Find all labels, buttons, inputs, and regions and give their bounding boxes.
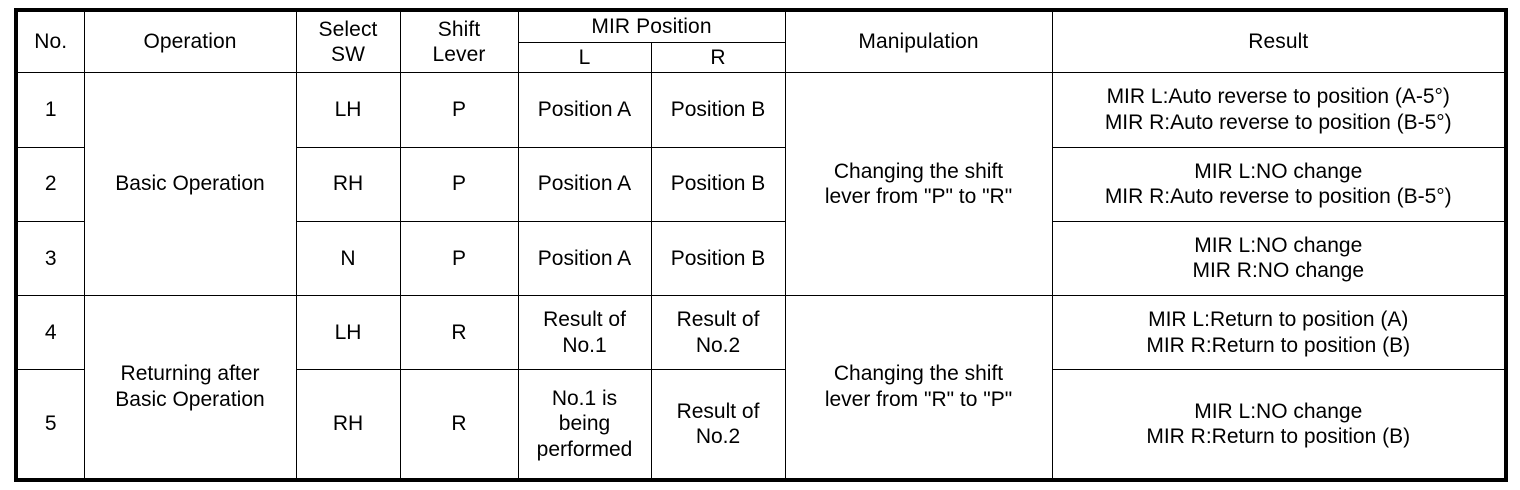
cell-mir-l: No.1 is being performed	[517, 369, 652, 481]
cell-select-sw: RH	[295, 146, 401, 222]
header-select-sw: Select SW	[295, 9, 401, 74]
mir-r-line1: Result of	[676, 308, 760, 332]
cell-mir-r: Position B	[650, 220, 786, 297]
mir-position-spec-table: No. Operation Select SW Shift Lever MIR …	[14, 8, 1508, 482]
table-row: 3 N P Position A Position B MIR L:NO cha…	[15, 220, 1507, 297]
table-body: 1 Basic Operation LH P Position A Positi…	[15, 72, 1507, 481]
result-line2: MIR R:Auto reverse to position (B-5°)	[1104, 110, 1452, 134]
header-operation: Operation	[83, 9, 297, 74]
header-shift-lever: Shift Lever	[399, 9, 519, 74]
spec-table-container: No. Operation Select SW Shift Lever MIR …	[14, 8, 1508, 482]
mir-r-line2: No.2	[695, 425, 741, 449]
header-row-top: No. Operation Select SW Shift Lever MIR …	[15, 9, 1507, 74]
result-line2: MIR R:Auto reverse to position (B-5°)	[1104, 185, 1452, 209]
result-text: MIR L:Auto reverse to position (A-5°) MI…	[1059, 84, 1499, 135]
cell-mir-l: Position A	[517, 146, 652, 222]
mir-r-text: Result of No.2	[658, 307, 779, 358]
mir-l-line1: No.1 is	[551, 386, 618, 410]
result-text: MIR L:NO change MIR R:Return to position…	[1059, 399, 1499, 450]
header-mir-l: L	[517, 41, 652, 74]
cell-mir-r: Position B	[650, 72, 786, 148]
mir-l-line2: No.1	[562, 333, 607, 357]
cell-shift-lever: R	[399, 295, 519, 371]
manipulation-line2: lever from "R" to "P"	[824, 388, 1013, 412]
mir-l-line2: being	[558, 412, 611, 436]
header-mir-r: R	[650, 41, 786, 74]
mir-l-line3: performed	[536, 437, 633, 461]
cell-select-sw: RH	[295, 369, 401, 481]
cell-mir-r: Result of No.2	[650, 295, 786, 371]
cell-result: MIR L:NO change MIR R:Auto reverse to po…	[1051, 146, 1507, 222]
header-mir-position: MIR Position	[517, 9, 786, 43]
header-shift-lever-line1: Shift	[437, 17, 481, 41]
manipulation-text: Changing the shift lever from "P" to "R"	[792, 159, 1046, 210]
cell-shift-lever: P	[399, 72, 519, 148]
result-text: MIR L:NO change MIR R:NO change	[1059, 233, 1499, 284]
cell-result: MIR L:Return to position (A) MIR R:Retur…	[1051, 295, 1507, 371]
cell-mir-l: Position A	[517, 72, 652, 148]
cell-no: 4	[15, 295, 85, 371]
header-result: Result	[1051, 9, 1507, 74]
operation-line1: Returning after	[120, 362, 260, 386]
result-line1: MIR L:Return to position (A)	[1148, 308, 1409, 332]
table-row: 5 RH R No.1 is being performed Result of…	[15, 369, 1507, 481]
header-select-sw-line1: Select	[318, 17, 378, 41]
cell-operation-group-1: Basic Operation	[83, 72, 297, 297]
result-line1: MIR L:NO change	[1194, 159, 1363, 183]
mir-l-text: No.1 is being performed	[525, 386, 645, 463]
manipulation-line1: Changing the shift	[833, 159, 1004, 183]
table-row: 2 RH P Position A Position B MIR L:NO ch…	[15, 146, 1507, 222]
result-line1: MIR L:Auto reverse to position (A-5°)	[1106, 85, 1450, 109]
manipulation-line2: lever from "P" to "R"	[824, 185, 1013, 209]
mir-r-text: Result of No.2	[658, 399, 779, 450]
table-header: No. Operation Select SW Shift Lever MIR …	[15, 9, 1507, 74]
cell-no: 5	[15, 369, 85, 481]
cell-no: 1	[15, 72, 85, 148]
cell-shift-lever: R	[399, 369, 519, 481]
cell-manipulation-group-2: Changing the shift lever from "R" to "P"	[784, 295, 1053, 481]
cell-select-sw: N	[295, 220, 401, 297]
table-row: 1 Basic Operation LH P Position A Positi…	[15, 72, 1507, 297]
cell-no: 3	[15, 220, 85, 297]
mir-r-line2: No.2	[695, 333, 741, 357]
header-shift-lever-line2: Lever	[432, 43, 486, 67]
mir-l-line1: Result of	[543, 308, 626, 332]
cell-mir-r: Position B	[650, 146, 786, 222]
cell-result: MIR L:NO change MIR R:NO change	[1051, 220, 1507, 297]
result-line1: MIR L:NO change	[1194, 233, 1363, 257]
result-text: MIR L:Return to position (A) MIR R:Retur…	[1059, 307, 1499, 358]
header-shift-lever-lines: Shift Lever	[407, 17, 512, 68]
cell-no: 2	[15, 146, 85, 222]
result-line2: MIR R:Return to position (B)	[1146, 333, 1411, 357]
result-line2: MIR R:Return to position (B)	[1146, 425, 1411, 449]
cell-mir-r: Result of No.2	[650, 369, 786, 481]
header-row-sub: L R	[16, 41, 1506, 74]
cell-mir-l: Result of No.1	[517, 295, 652, 371]
cell-shift-lever: P	[399, 220, 519, 297]
header-no: No.	[15, 9, 85, 74]
cell-mir-l: Position A	[517, 220, 652, 297]
manipulation-line1: Changing the shift	[833, 362, 1004, 386]
mir-l-text: Result of No.1	[525, 307, 645, 358]
cell-manipulation-group-1: Changing the shift lever from "P" to "R"	[784, 72, 1053, 297]
cell-shift-lever: P	[399, 146, 519, 222]
result-line2: MIR R:NO change	[1192, 259, 1365, 283]
mir-r-line1: Result of	[676, 399, 760, 423]
header-select-sw-line2: SW	[330, 43, 366, 67]
operation-line2: Basic Operation	[115, 388, 265, 412]
cell-result: MIR L:NO change MIR R:Return to position…	[1051, 369, 1507, 481]
cell-result: MIR L:Auto reverse to position (A-5°) MI…	[1051, 72, 1507, 148]
header-manipulation: Manipulation	[784, 9, 1053, 74]
header-select-sw-lines: Select SW	[303, 17, 394, 68]
table-row: 4 Returning after Basic Operation LH R R…	[15, 295, 1507, 481]
operation-text: Returning after Basic Operation	[91, 361, 290, 412]
result-line1: MIR L:NO change	[1194, 399, 1363, 423]
cell-select-sw: LH	[295, 295, 401, 371]
cell-select-sw: LH	[295, 72, 401, 148]
manipulation-text: Changing the shift lever from "R" to "P"	[792, 361, 1046, 412]
cell-operation-group-2: Returning after Basic Operation	[83, 295, 297, 481]
result-text: MIR L:NO change MIR R:Auto reverse to po…	[1059, 159, 1499, 210]
